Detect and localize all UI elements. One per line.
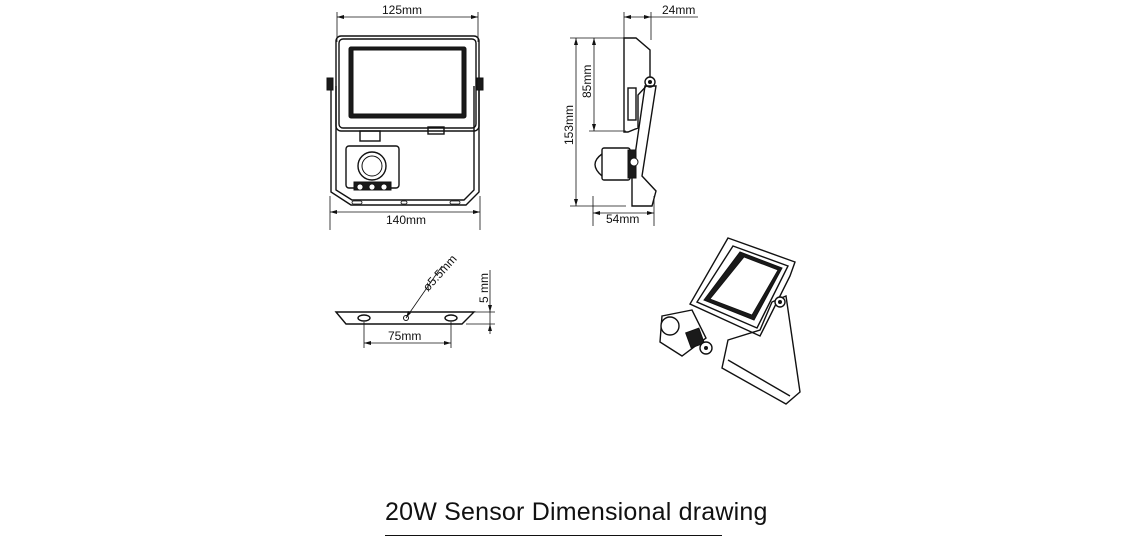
dim-side-panel-height: 85mm: [580, 65, 594, 98]
dim-bracket-spacing: 75mm: [388, 329, 421, 343]
dim-side-total-height: 153mm: [562, 105, 576, 145]
dim-front-top-width: 125mm: [382, 3, 422, 17]
dim-front-bottom-width: 140mm: [386, 213, 426, 227]
dim-side-bracket-depth: 54mm: [606, 212, 639, 226]
dim-side-depth: 24mm: [662, 3, 695, 17]
isometric-view: [659, 237, 801, 405]
dim-bracket-thickness: 5 mm: [477, 273, 491, 303]
bracket-detail: ø5.5mm 5 mm 75mm: [334, 252, 495, 348]
dim-bracket-hole: ø5.5mm: [420, 252, 460, 294]
side-view: 24mm 153mm 85mm 54mm: [562, 3, 698, 226]
front-view: 125mm 140mm: [326, 3, 484, 230]
caption-underline: [385, 535, 722, 536]
drawing-caption: 20W Sensor Dimensional drawing: [385, 498, 768, 526]
